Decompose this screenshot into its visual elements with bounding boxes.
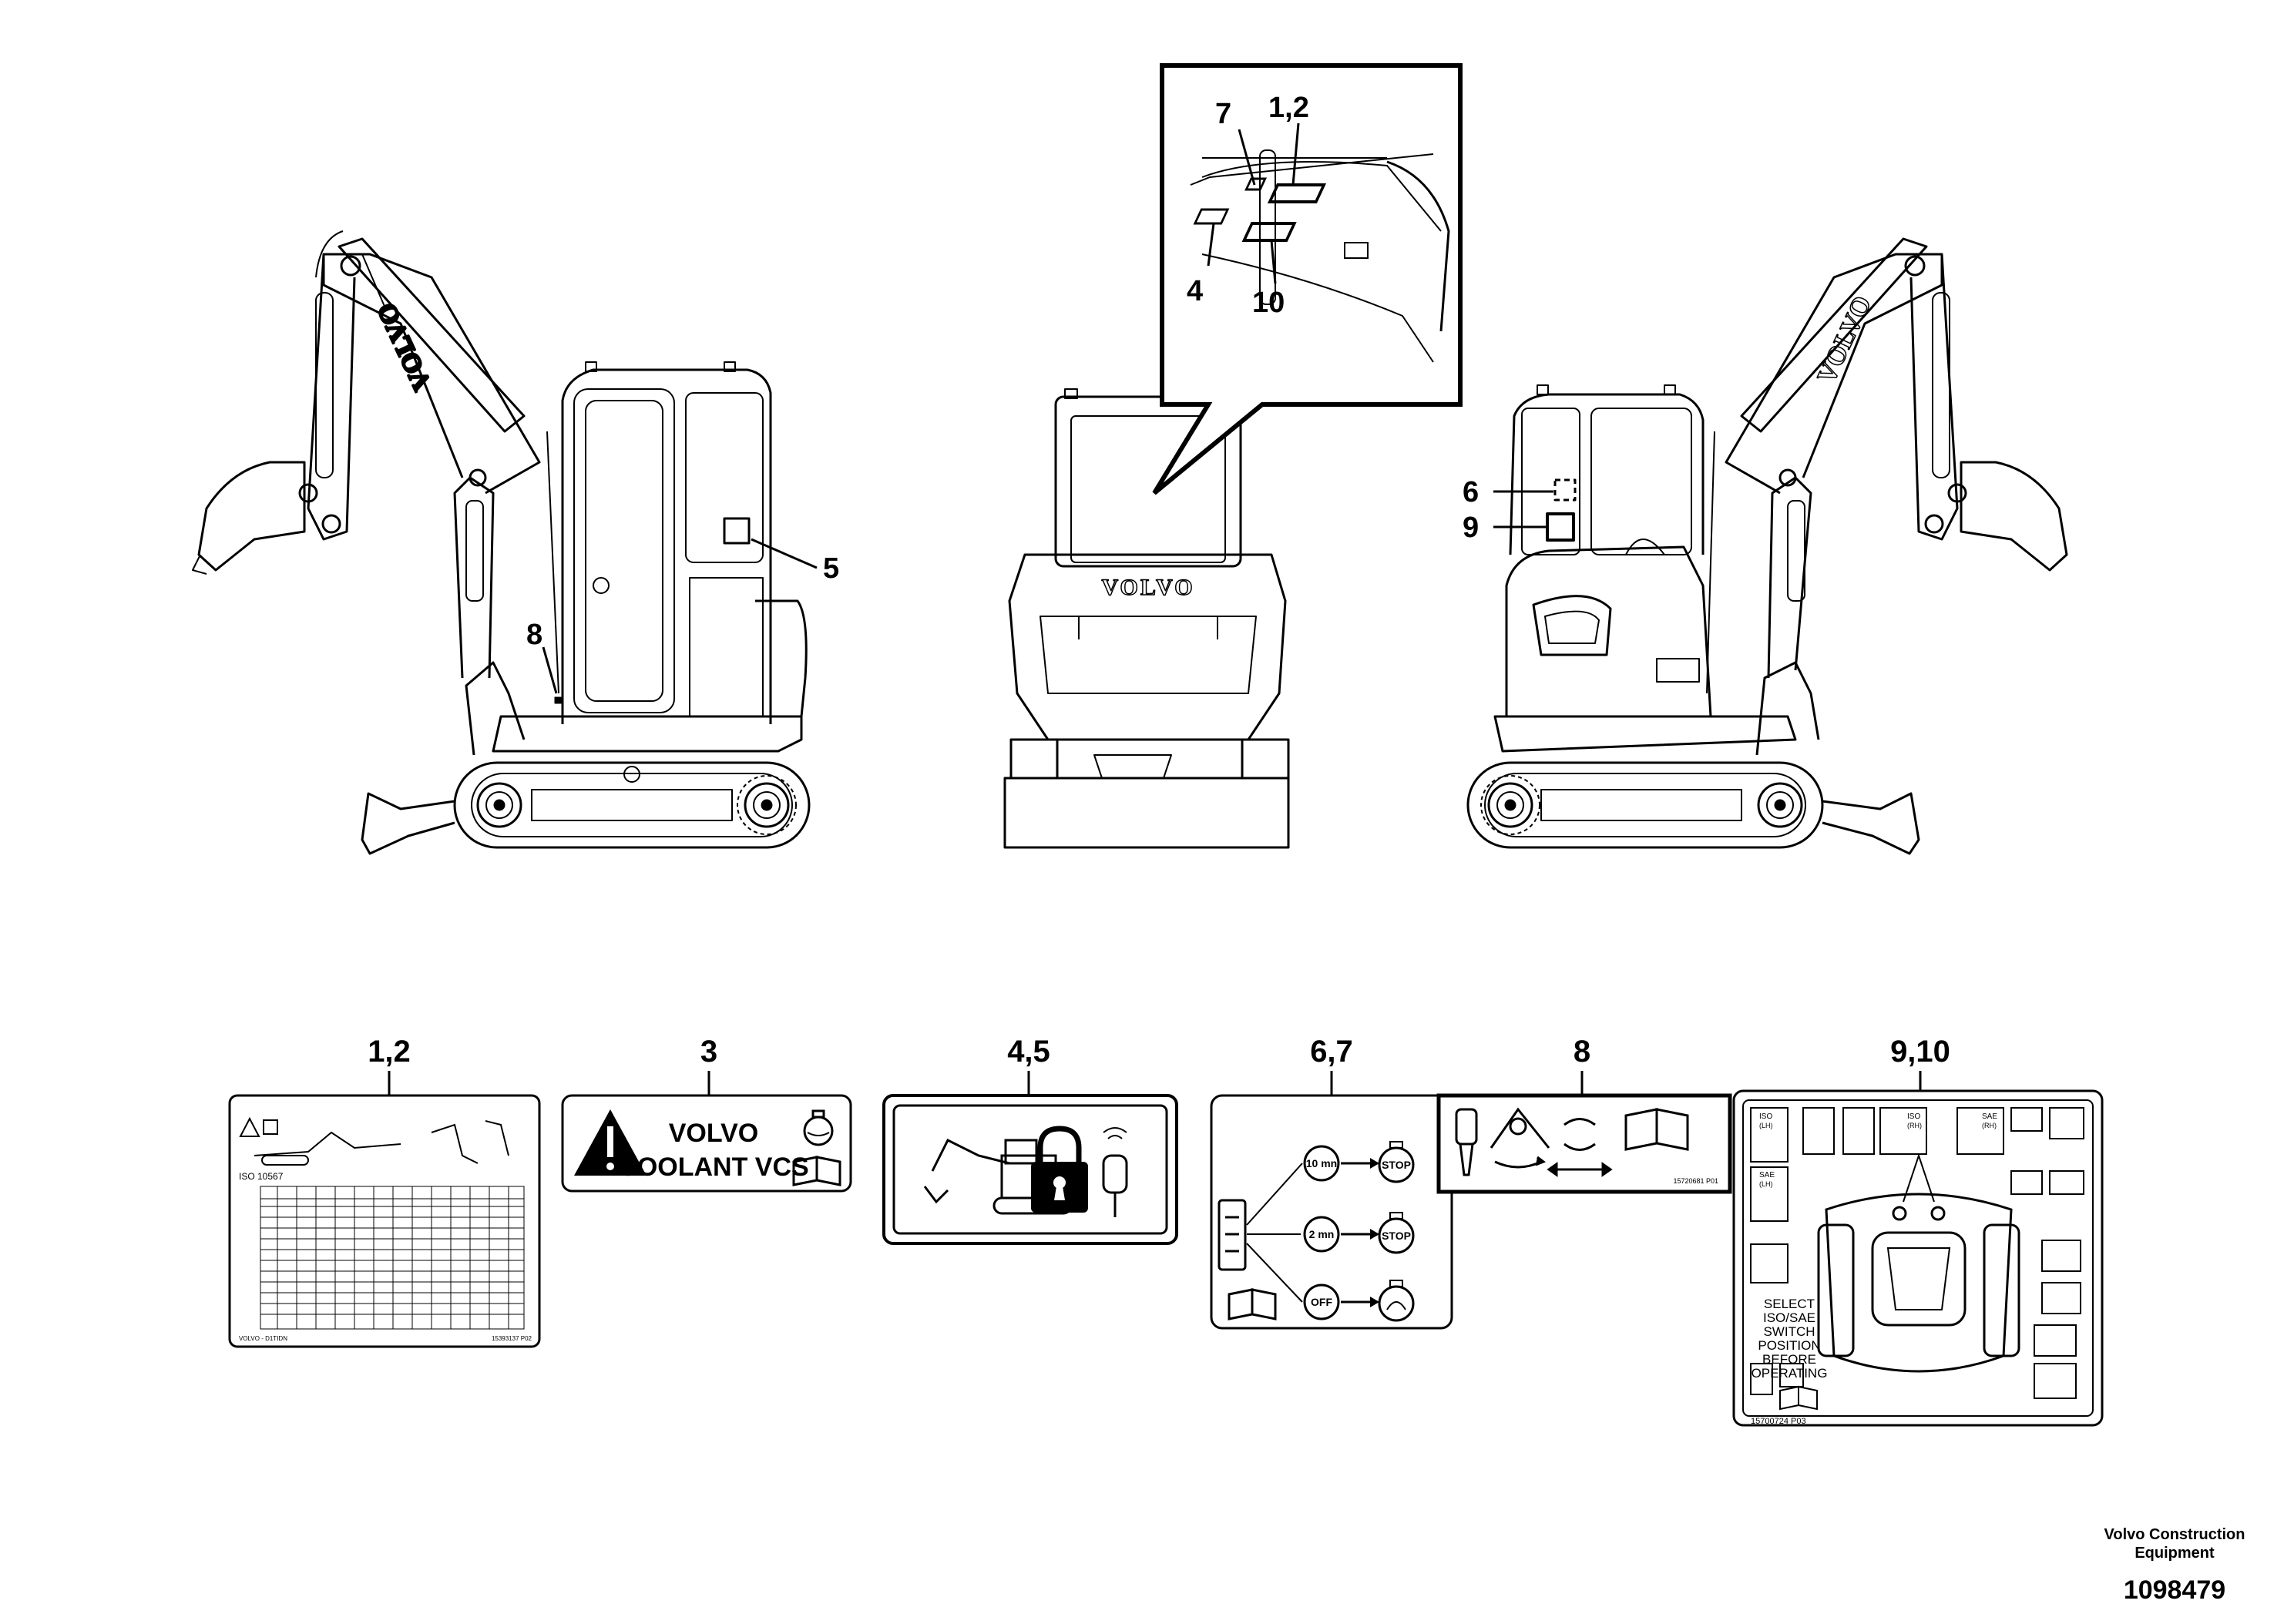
excavator-right-view: VOLVO <box>1466 237 2068 855</box>
rh-text-1: (RH) <box>1907 1122 1922 1129</box>
label-8-code: 15720681 P01 <box>1673 1177 1718 1185</box>
label-9-10-number: 9,10 <box>1890 1035 1950 1069</box>
stop-text-2: STOP <box>1382 1230 1411 1242</box>
decal-7-marker <box>1244 177 1268 191</box>
decal-1-2-marker <box>1267 183 1327 203</box>
select-line-4: POSITION <box>1758 1338 1820 1353</box>
select-line-1: SELECT <box>1764 1297 1815 1311</box>
callout-7: 7 <box>1215 98 1231 130</box>
callout-9: 9 <box>1463 512 1479 544</box>
select-line-3: SWITCH <box>1763 1324 1815 1339</box>
decal-10-marker <box>1241 222 1297 242</box>
label-3-number: 3 <box>700 1035 717 1069</box>
key-fob-icon <box>1102 1127 1128 1217</box>
padlock-icon <box>1031 1126 1088 1213</box>
manual-book-icon <box>1624 1108 1689 1151</box>
sae-text-1: SAE <box>1759 1171 1775 1179</box>
callout-8: 8 <box>526 619 542 651</box>
coolant-tank-icon <box>803 1109 834 1146</box>
callout-1-2: 1,2 <box>1268 92 1309 124</box>
footer-company-line1: Volvo Construction <box>2104 1526 2245 1543</box>
decal-6-marker <box>1553 478 1577 502</box>
label-6-7-number: 6,7 <box>1310 1035 1353 1069</box>
select-line-2: ISO/SAE <box>1763 1310 1815 1325</box>
timer-2mn: 2 mn <box>1309 1228 1335 1240</box>
label-6-7: 6,7 10 mn 2 mn OFF STOP STOP <box>1210 1035 1453 1330</box>
label-1-2-number: 1,2 <box>368 1035 411 1069</box>
label-9-10-code: 15700724 P03 <box>1751 1417 1806 1426</box>
manual-book-icon <box>1228 1288 1277 1320</box>
callout-5: 5 <box>823 552 839 585</box>
label-1-2: 1,2 ISO 10567 <box>228 1035 541 1348</box>
timer-off: OFF <box>1311 1296 1332 1308</box>
label-8: 8 15720681 P01 <box>1436 1035 1732 1194</box>
track-right <box>1466 761 1824 849</box>
manual-book-icon <box>792 1156 841 1186</box>
lift-capacity-table <box>260 1186 525 1330</box>
cab-roof-inset <box>1152 63 1463 495</box>
label-1-2-footer-left: VOLVO - D1TIDN <box>239 1335 287 1342</box>
iso-text-1: ISO <box>1759 1112 1772 1121</box>
rotation-arrows-icon <box>1547 1118 1613 1177</box>
label-1-2-footer-right: 15393137 P02 <box>492 1335 532 1342</box>
label-4-5: 4,5 <box>882 1035 1178 1245</box>
switch-icon <box>1218 1199 1247 1271</box>
brand-boom-right: VOLVO <box>1812 292 1877 388</box>
callout-10: 10 <box>1252 287 1285 319</box>
lh-text-2: (LH) <box>1759 1180 1773 1188</box>
label-3-line2: COOLANT VCS <box>618 1153 808 1182</box>
label-8-number: 8 <box>1574 1035 1590 1069</box>
callout-4: 4 <box>1187 275 1203 307</box>
brand-rear: VOLVO <box>1101 575 1194 600</box>
stop-text-1: STOP <box>1382 1159 1411 1171</box>
boom-swing-icon <box>1490 1107 1550 1169</box>
breaker-hammer-icon <box>1455 1108 1478 1176</box>
footer-company-line2: Equipment <box>2134 1545 2215 1562</box>
label-9-10: 9,10 ISO (LH) SAE (LH) ISO <box>1732 1035 2104 1427</box>
label-4-5-number: 4,5 <box>1007 1035 1050 1069</box>
lh-text-1: (LH) <box>1759 1122 1773 1129</box>
decal-9-marker <box>1546 512 1575 542</box>
label-1-2-iso: ISO 10567 <box>239 1171 284 1182</box>
manual-book-icon <box>1779 1385 1818 1411</box>
rh-text-2: (RH) <box>1982 1122 1997 1129</box>
decal-4-marker <box>1193 208 1230 225</box>
excavator-left-view: VOLVO <box>192 230 811 855</box>
rear-blade <box>1003 777 1290 849</box>
label-3: 3 VOLVO COOLANT VCS <box>561 1035 852 1193</box>
iso-text-2: ISO <box>1907 1112 1920 1121</box>
timer-10mn: 10 mn <box>1306 1157 1337 1169</box>
excavator-rear-view: VOLVO <box>1003 388 1290 849</box>
track-left <box>453 761 811 849</box>
drawing-number: 1098479 <box>2124 1575 2225 1605</box>
decal-5-marker <box>723 517 751 545</box>
select-line-6: OPERATING <box>1752 1366 1828 1381</box>
decal-8-marker <box>554 696 562 704</box>
select-line-5: BEFORE <box>1762 1352 1816 1367</box>
sae-text-2: SAE <box>1982 1112 1997 1121</box>
label-3-line1: VOLVO <box>669 1119 759 1148</box>
machine-top-view-icon <box>1817 1153 2020 1373</box>
callout-6: 6 <box>1463 476 1479 508</box>
